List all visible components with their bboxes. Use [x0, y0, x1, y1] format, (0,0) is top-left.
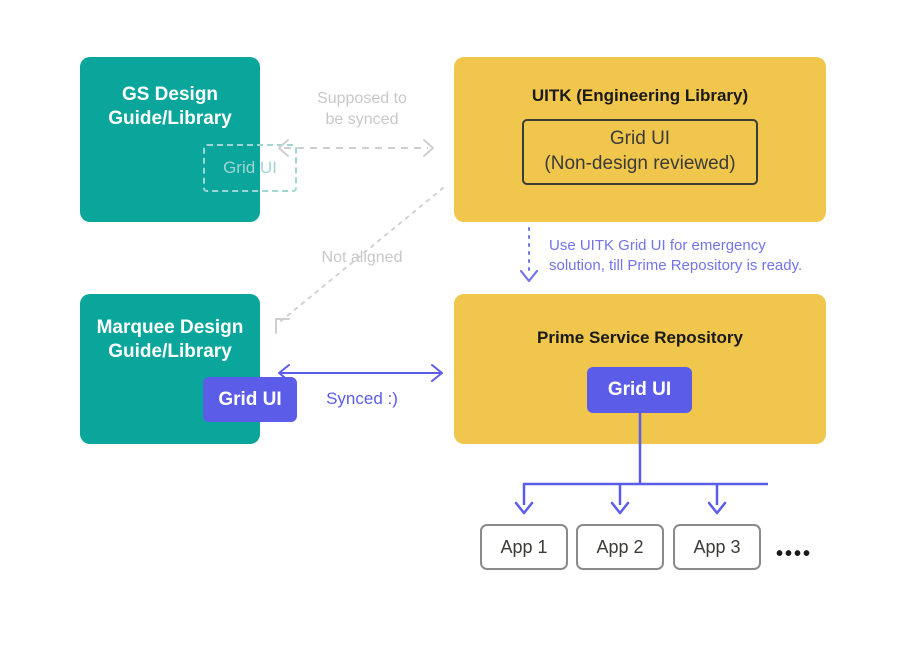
- gs-design-title-line2: Guide/Library: [108, 108, 232, 130]
- prime-grid-ui-chip[interactable]: Grid UI: [587, 367, 692, 413]
- label-emergency-line1: Use UITK Grid UI for emergency: [549, 237, 766, 254]
- app-box-2[interactable]: App 2: [576, 524, 664, 570]
- group-prime-service-repository: Prime Service Repository Grid UI: [454, 294, 826, 444]
- connector-emergency-down-arrow: [519, 227, 539, 283]
- label-supposed-line2: be synced: [325, 110, 399, 128]
- marquee-design-grid-ui-chip[interactable]: Grid UI: [203, 377, 297, 422]
- connector-synced: [278, 364, 443, 382]
- gs-design-title: GS Design Guide/Library: [80, 83, 260, 132]
- app-box-1[interactable]: App 1: [480, 524, 568, 570]
- gs-design-title-line1: GS Design: [121, 84, 219, 105]
- uitk-title: UITK (Engineering Library): [531, 86, 749, 105]
- gs-design-grid-ui-chip[interactable]: Grid UI: [203, 144, 297, 192]
- marquee-design-title-line1: Marquee Design: [96, 317, 244, 338]
- uitk-grid-ui-chip-line1: Grid UI: [609, 128, 671, 150]
- connector-supposed-to-be-synced: [278, 139, 434, 157]
- group-uitk-engineering-library: UITK (Engineering Library) Grid UI (Non-…: [454, 57, 826, 222]
- marquee-design-title-line2: Guide/Library: [108, 341, 232, 363]
- label-emergency-line2: solution, till Prime Repository is ready…: [549, 256, 803, 274]
- prime-title: Prime Service Repository: [537, 328, 743, 347]
- marquee-design-title: Marquee Design Guide/Library: [80, 316, 260, 365]
- label-not-aligned: Not aligned: [321, 249, 403, 266]
- app-box-3[interactable]: App 3: [673, 524, 761, 570]
- apps-overflow-ellipsis: ••••: [776, 543, 813, 565]
- uitk-grid-ui-chip-line2: (Non-design reviewed): [544, 153, 736, 174]
- label-supposed-to-be-synced: Supposed to be synced: [272, 89, 452, 131]
- label-supposed-line1: Supposed to: [317, 90, 407, 107]
- label-synced: Synced :): [326, 389, 398, 408]
- group-marquee-design-guide: Marquee Design Guide/Library Grid UI: [80, 294, 297, 444]
- uitk-grid-ui-chip[interactable]: Grid UI (Non-design reviewed): [522, 119, 758, 185]
- label-emergency-note: Use UITK Grid UI for emergency solution,…: [549, 236, 839, 275]
- group-gs-design-guide: GS Design Guide/Library Grid UI: [80, 57, 297, 222]
